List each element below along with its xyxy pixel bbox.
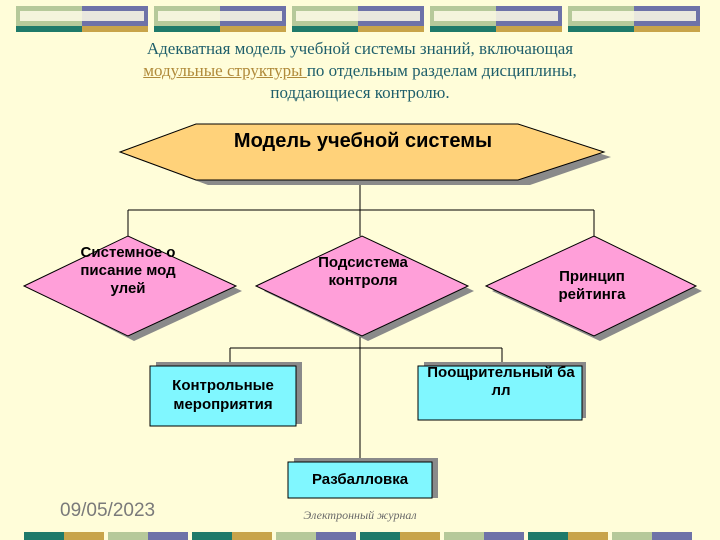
box-control-events [149,365,297,427]
slide-title: Адекватная модель учебной системы знаний… [60,38,660,104]
diamond-2 [254,235,470,337]
node-control-events: Контрольные мероприятия [172,377,274,413]
diamond-3 [484,235,698,337]
decor-tile [430,6,562,32]
slide-date: 09/05/2023 [60,500,156,521]
title-line-1: Адекватная модель учебной системы знаний… [146,39,574,58]
node-system-description: Системное описание модулей [80,244,176,297]
decor-tile [154,6,286,32]
title-link[interactable]: модульные структуры [143,61,307,80]
box-scoring [287,461,433,499]
node-rating-principle: Принцип рейтинга [558,268,626,303]
root-hexagon [118,123,606,181]
decor-tile [16,6,148,32]
decor-bottom-strip [24,532,692,540]
title-line-2-rest: по отдельным разделам дисциплины, [306,61,577,80]
diamond-1 [22,235,238,337]
decor-tile [292,6,424,32]
node-bonus-point: Поощрительный балл [427,364,575,399]
connectors [127,180,595,462]
footer-caption: Электронный журнал [303,508,417,522]
node-scoring: Разбалловка [311,471,409,488]
node-control-subsystem: Подсистема контроля [318,254,408,289]
root-label: Модель учебной системы [233,130,493,152]
title-line-2: модульные структуры по отдельным раздела… [60,60,660,82]
box-bonus [417,365,583,421]
title-line-3: поддающиеся контролю. [270,83,450,102]
decor-tile [568,6,700,32]
